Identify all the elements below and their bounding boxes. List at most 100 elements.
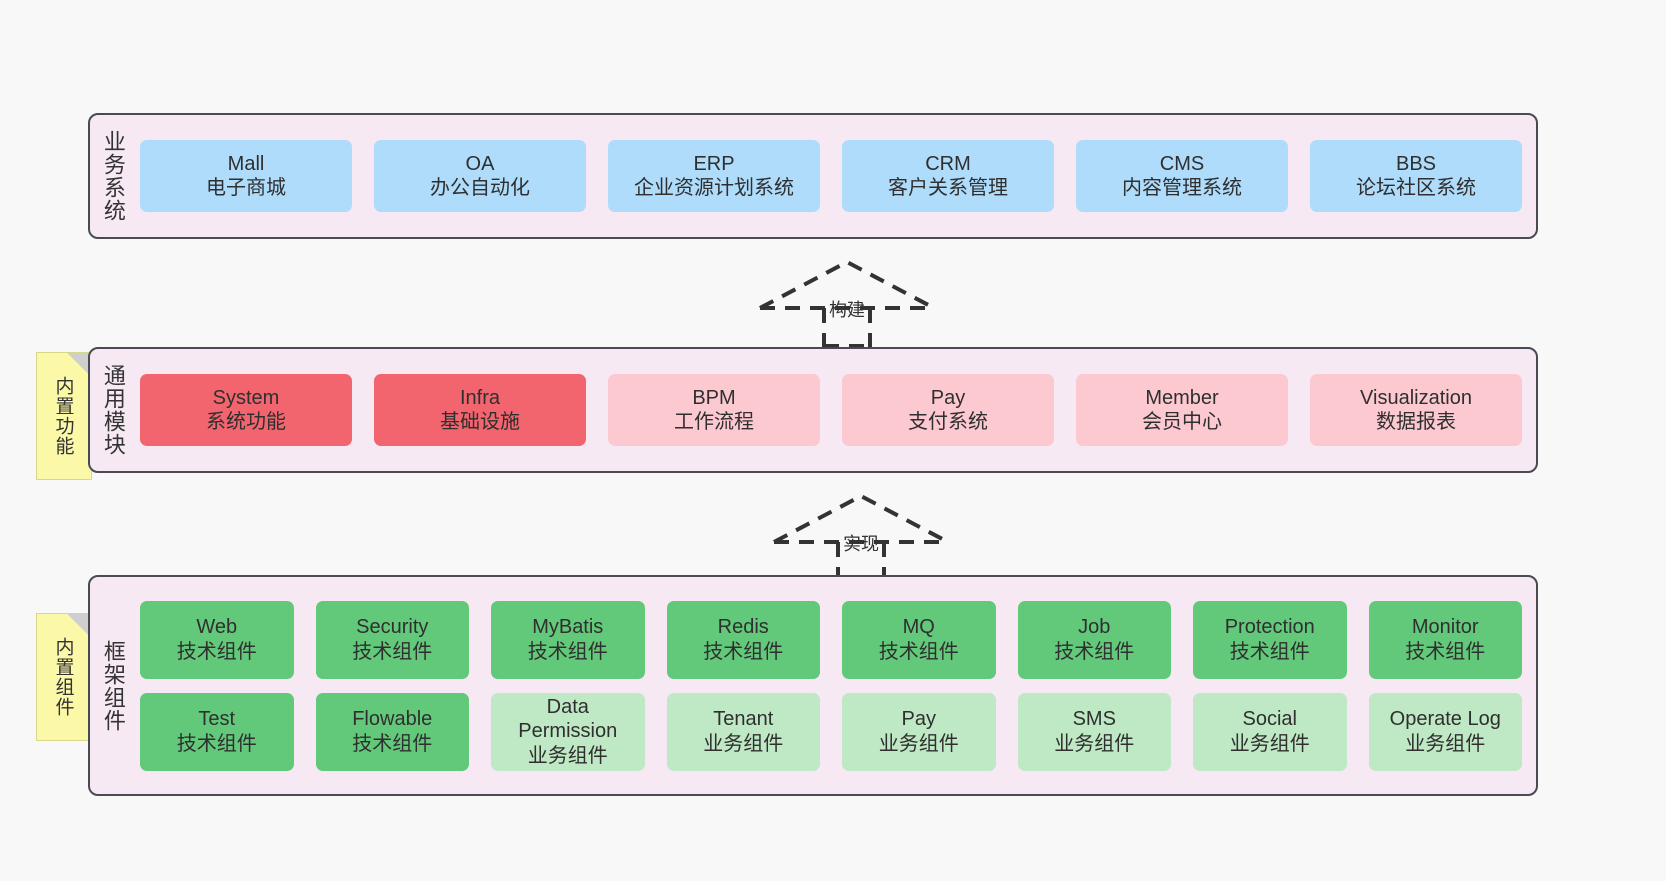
- module-card-member-en: Member: [1145, 386, 1219, 409]
- module-card-member[interactable]: Member 会员中心: [1076, 374, 1288, 446]
- component-card-flowable-cn: 技术组件: [352, 732, 433, 755]
- framework-business-components-row: Test 技术组件 Flowable 技术组件 Data Permission …: [140, 692, 1522, 771]
- module-card-erp[interactable]: ERP 企业资源计划系统: [608, 140, 820, 212]
- component-card-sms-en: SMS: [1072, 708, 1116, 731]
- component-card-job[interactable]: Job 技术组件: [1017, 600, 1171, 679]
- component-card-test-en: Test: [198, 708, 236, 731]
- component-card-pay[interactable]: Pay 业务组件: [842, 692, 996, 771]
- module-card-mall-en: Mall: [227, 152, 265, 175]
- sticky-note-builtin-components[interactable]: 内置组件: [36, 613, 92, 741]
- build-generalization-arrow-icon: [759, 259, 935, 348]
- layer-framework-components-title: 框架组件: [100, 639, 126, 732]
- component-card-monitor-cn: 技术组件: [1405, 640, 1486, 663]
- component-card-pay-cn: 业务组件: [878, 732, 959, 755]
- module-card-cms-cn: 内容管理系统: [1122, 177, 1242, 199]
- module-card-infra-en: Infra: [459, 386, 501, 409]
- connector-build: 构建: [752, 256, 942, 348]
- module-card-visualization-cn: 数据报表: [1376, 411, 1456, 433]
- component-card-operate-log-cn: 业务组件: [1405, 732, 1486, 755]
- module-card-pay-cn: 支付系统: [908, 411, 988, 433]
- component-card-redis[interactable]: Redis 技术组件: [666, 600, 820, 679]
- component-card-redis-en: Redis: [717, 616, 769, 639]
- component-card-test-cn: 技术组件: [176, 732, 257, 755]
- component-card-web-en: Web: [196, 616, 238, 639]
- layer-common-modules-body: System 系统功能 Infra 基础设施 BPM 工作流程 Pay 支付系统…: [136, 349, 1536, 471]
- component-card-mybatis[interactable]: MyBatis 技术组件: [491, 600, 645, 679]
- component-card-data-permission-en: Data Permission: [518, 695, 618, 743]
- component-card-operate-log[interactable]: Operate Log 业务组件: [1368, 692, 1522, 771]
- component-card-protection-cn: 技术组件: [1229, 640, 1310, 663]
- component-card-tenant-cn: 业务组件: [703, 732, 784, 755]
- module-card-pay-en: Pay: [930, 386, 966, 409]
- layer-framework-components-body: Web 技术组件 Security 技术组件 MyBatis 技术组件 Redi…: [136, 577, 1536, 794]
- sticky-note-builtin-functions[interactable]: 内置功能: [36, 352, 92, 480]
- module-card-member-cn: 会员中心: [1142, 411, 1222, 433]
- component-card-job-cn: 技术组件: [1054, 640, 1135, 663]
- module-card-crm-en: CRM: [925, 152, 971, 175]
- implement-generalization-arrow-icon: [773, 493, 949, 582]
- component-card-flowable[interactable]: Flowable 技术组件: [315, 692, 469, 771]
- module-card-bpm-en: BPM: [692, 386, 736, 409]
- component-card-mybatis-en: MyBatis: [532, 616, 604, 639]
- module-card-bpm-cn: 工作流程: [674, 411, 754, 433]
- component-card-test[interactable]: Test 技术组件: [140, 692, 294, 771]
- component-card-mq-cn: 技术组件: [878, 640, 959, 663]
- module-card-visualization-en: Visualization: [1360, 386, 1472, 409]
- component-card-security[interactable]: Security 技术组件: [315, 600, 469, 679]
- sticky-note-builtin-functions-label: 内置功能: [52, 376, 74, 456]
- framework-tech-components-row: Web 技术组件 Security 技术组件 MyBatis 技术组件 Redi…: [140, 600, 1522, 679]
- module-card-oa-cn: 办公自动化: [430, 177, 530, 199]
- module-card-erp-en: ERP: [693, 152, 735, 175]
- module-card-pay[interactable]: Pay 支付系统: [842, 374, 1054, 446]
- component-card-monitor[interactable]: Monitor 技术组件: [1368, 600, 1522, 679]
- component-card-pay-en: Pay: [901, 708, 936, 731]
- module-card-system-cn: 系统功能: [206, 411, 286, 433]
- layer-business-systems-title: 业务系统: [100, 130, 126, 222]
- connector-implement: 实现: [766, 490, 956, 582]
- component-card-sms[interactable]: SMS 业务组件: [1017, 692, 1171, 771]
- component-card-security-cn: 技术组件: [352, 640, 433, 663]
- layer-common-modules[interactable]: 通用模块 System 系统功能 Infra 基础设施 BPM 工作流程 Pay…: [88, 347, 1538, 473]
- module-card-bbs[interactable]: BBS 论坛社区系统: [1310, 140, 1522, 212]
- module-card-crm-cn: 客户关系管理: [888, 177, 1008, 199]
- component-card-protection[interactable]: Protection 技术组件: [1193, 600, 1347, 679]
- module-card-bbs-en: BBS: [1395, 152, 1437, 175]
- module-card-mall-cn: 电子商城: [206, 177, 286, 199]
- component-card-mq-en: MQ: [902, 616, 935, 639]
- module-card-cms[interactable]: CMS 内容管理系统: [1076, 140, 1288, 212]
- component-card-web[interactable]: Web 技术组件: [140, 600, 294, 679]
- module-card-mall[interactable]: Mall 电子商城: [140, 140, 352, 212]
- component-card-security-en: Security: [356, 616, 429, 639]
- component-card-social-en: Social: [1242, 708, 1297, 731]
- module-card-system[interactable]: System 系统功能: [140, 374, 352, 446]
- component-card-monitor-en: Monitor: [1411, 616, 1479, 639]
- business-systems-row: Mall 电子商城 OA 办公自动化 ERP 企业资源计划系统 CRM 客户关系…: [140, 140, 1522, 212]
- component-card-flowable-en: Flowable: [352, 708, 433, 731]
- component-card-data-permission[interactable]: Data Permission 业务组件: [491, 692, 645, 771]
- component-card-data-permission-cn: 业务组件: [527, 744, 608, 767]
- component-card-job-en: Job: [1078, 616, 1111, 639]
- component-card-web-cn: 技术组件: [176, 640, 257, 663]
- component-card-social-cn: 业务组件: [1229, 732, 1310, 755]
- component-card-mybatis-cn: 技术组件: [527, 640, 608, 663]
- layer-business-systems-body: Mall 电子商城 OA 办公自动化 ERP 企业资源计划系统 CRM 客户关系…: [136, 115, 1536, 237]
- layer-common-modules-title: 通用模块: [100, 364, 126, 456]
- component-card-social[interactable]: Social 业务组件: [1193, 692, 1347, 771]
- component-card-mq[interactable]: MQ 技术组件: [842, 600, 996, 679]
- module-card-erp-cn: 企业资源计划系统: [634, 177, 794, 199]
- layer-framework-components[interactable]: 框架组件 Web 技术组件 Security 技术组件 MyBatis 技术组件…: [88, 575, 1538, 796]
- module-card-bbs-cn: 论坛社区系统: [1356, 177, 1476, 199]
- module-card-crm[interactable]: CRM 客户关系管理: [842, 140, 1054, 212]
- component-card-redis-cn: 技术组件: [703, 640, 784, 663]
- module-card-infra[interactable]: Infra 基础设施: [374, 374, 586, 446]
- module-card-infra-cn: 基础设施: [440, 411, 520, 433]
- module-card-bpm[interactable]: BPM 工作流程: [608, 374, 820, 446]
- sticky-note-builtin-components-label: 内置组件: [52, 637, 74, 717]
- module-card-visualization[interactable]: Visualization 数据报表: [1310, 374, 1522, 446]
- module-card-oa[interactable]: OA 办公自动化: [374, 140, 586, 212]
- component-card-tenant[interactable]: Tenant 业务组件: [666, 692, 820, 771]
- common-modules-row: System 系统功能 Infra 基础设施 BPM 工作流程 Pay 支付系统…: [140, 374, 1522, 446]
- component-card-protection-en: Protection: [1224, 616, 1315, 639]
- layer-business-systems[interactable]: 业务系统 Mall 电子商城 OA 办公自动化 ERP 企业资源计划系统 CRM…: [88, 113, 1538, 239]
